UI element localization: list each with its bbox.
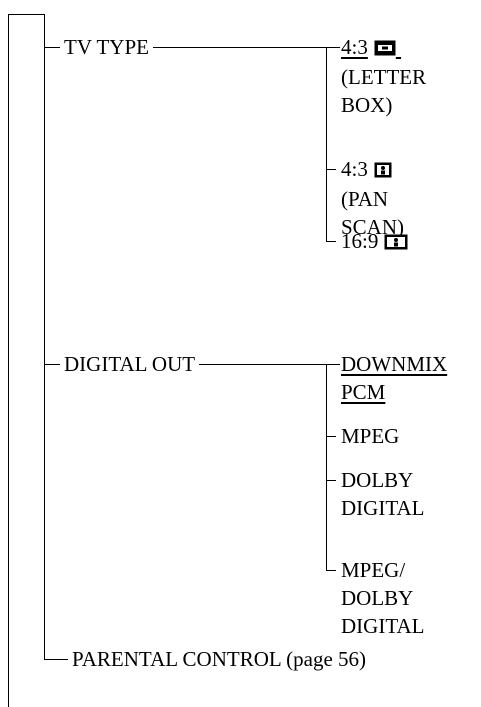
dout-option-mpeg-dolby-line2: DOLBY <box>341 586 414 610</box>
tv-option-widescreen[interactable]: 16:9 <box>341 227 408 257</box>
menu-item-tv-type[interactable]: TV TYPE <box>60 33 153 61</box>
dout-option-dolby-digital[interactable]: DOLBY DIGITAL <box>341 466 424 522</box>
top-bracket-line <box>8 14 44 16</box>
dout-option-downmix-pcm[interactable]: DOWNMIX PCM <box>341 350 447 406</box>
main-trunk-line <box>8 14 10 707</box>
dout-option-downmix-line1: DOWNMIX <box>341 352 448 376</box>
dout-option-mpeg-dolby-line1: MPEG/ <box>341 558 406 582</box>
widescreen-icon <box>384 229 408 257</box>
dout-opt-2-tick <box>326 436 336 438</box>
dout-option-mpeg-dolby-digital[interactable]: MPEG/ DOLBY DIGITAL <box>341 556 424 640</box>
panscan-icon <box>374 157 392 185</box>
tv-option-letterbox[interactable]: 4:3 (LETTER BOX) <box>341 33 426 119</box>
tv-opt-2-tick <box>326 169 336 171</box>
tv-option-panscan[interactable]: 4:3 (PAN SCAN) <box>341 155 404 241</box>
digital-out-options-line <box>326 364 328 570</box>
tv-option-widescreen-ratio: 16:9 <box>341 229 379 253</box>
dout-option-mpeg-line1: MPEG <box>341 424 400 448</box>
dout-option-dolby-line2: DIGITAL <box>341 496 425 520</box>
tv-option-panscan-line2: (PAN <box>341 187 389 212</box>
dout-opt-4-tick <box>326 570 336 572</box>
dout-opt-3-tick <box>326 480 336 482</box>
letterbox-icon <box>374 35 396 63</box>
tv-type-options-line <box>326 47 328 241</box>
tv-option-letterbox-line2: (LETTER <box>341 65 427 90</box>
tv-option-panscan-ratio: 4:3 <box>341 157 368 181</box>
menu-item-parental-control[interactable]: PARENTAL CONTROL (page 56) <box>72 647 367 671</box>
tv-option-letterbox-line3: BOX) <box>341 93 393 118</box>
parental-control-branch-line <box>44 659 68 661</box>
dout-option-downmix-line2: PCM <box>341 380 386 404</box>
tv-type-branch-line <box>44 47 340 49</box>
dout-option-mpeg-dolby-line3: DIGITAL <box>341 614 425 638</box>
menu-item-digital-out[interactable]: DIGITAL OUT <box>60 350 200 378</box>
dout-option-dolby-line1: DOLBY <box>341 468 414 492</box>
tv-option-letterbox-ratio: 4:3 <box>341 35 368 59</box>
dout-option-mpeg[interactable]: MPEG <box>341 422 399 450</box>
tv-opt-3-tick <box>326 241 336 243</box>
root-branch-line <box>44 14 46 659</box>
